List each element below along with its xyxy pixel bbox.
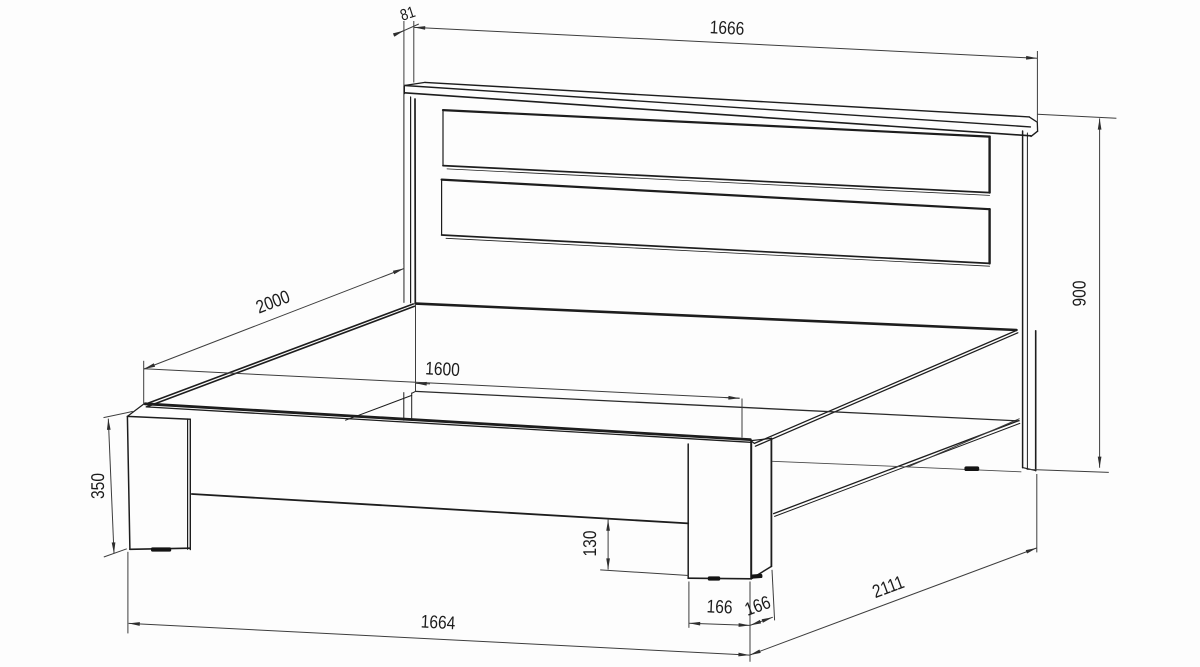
svg-text:166: 166 [742, 591, 774, 620]
svg-text:900: 900 [1068, 281, 1089, 307]
svg-text:1666: 1666 [709, 16, 745, 39]
svg-text:1664: 1664 [420, 611, 456, 634]
svg-text:2111: 2111 [869, 571, 907, 602]
svg-text:2000: 2000 [253, 286, 293, 318]
svg-text:130: 130 [579, 531, 600, 557]
svg-text:1600: 1600 [425, 357, 461, 380]
svg-text:350: 350 [87, 473, 108, 499]
svg-text:166: 166 [706, 595, 733, 617]
svg-text:81: 81 [398, 4, 418, 25]
